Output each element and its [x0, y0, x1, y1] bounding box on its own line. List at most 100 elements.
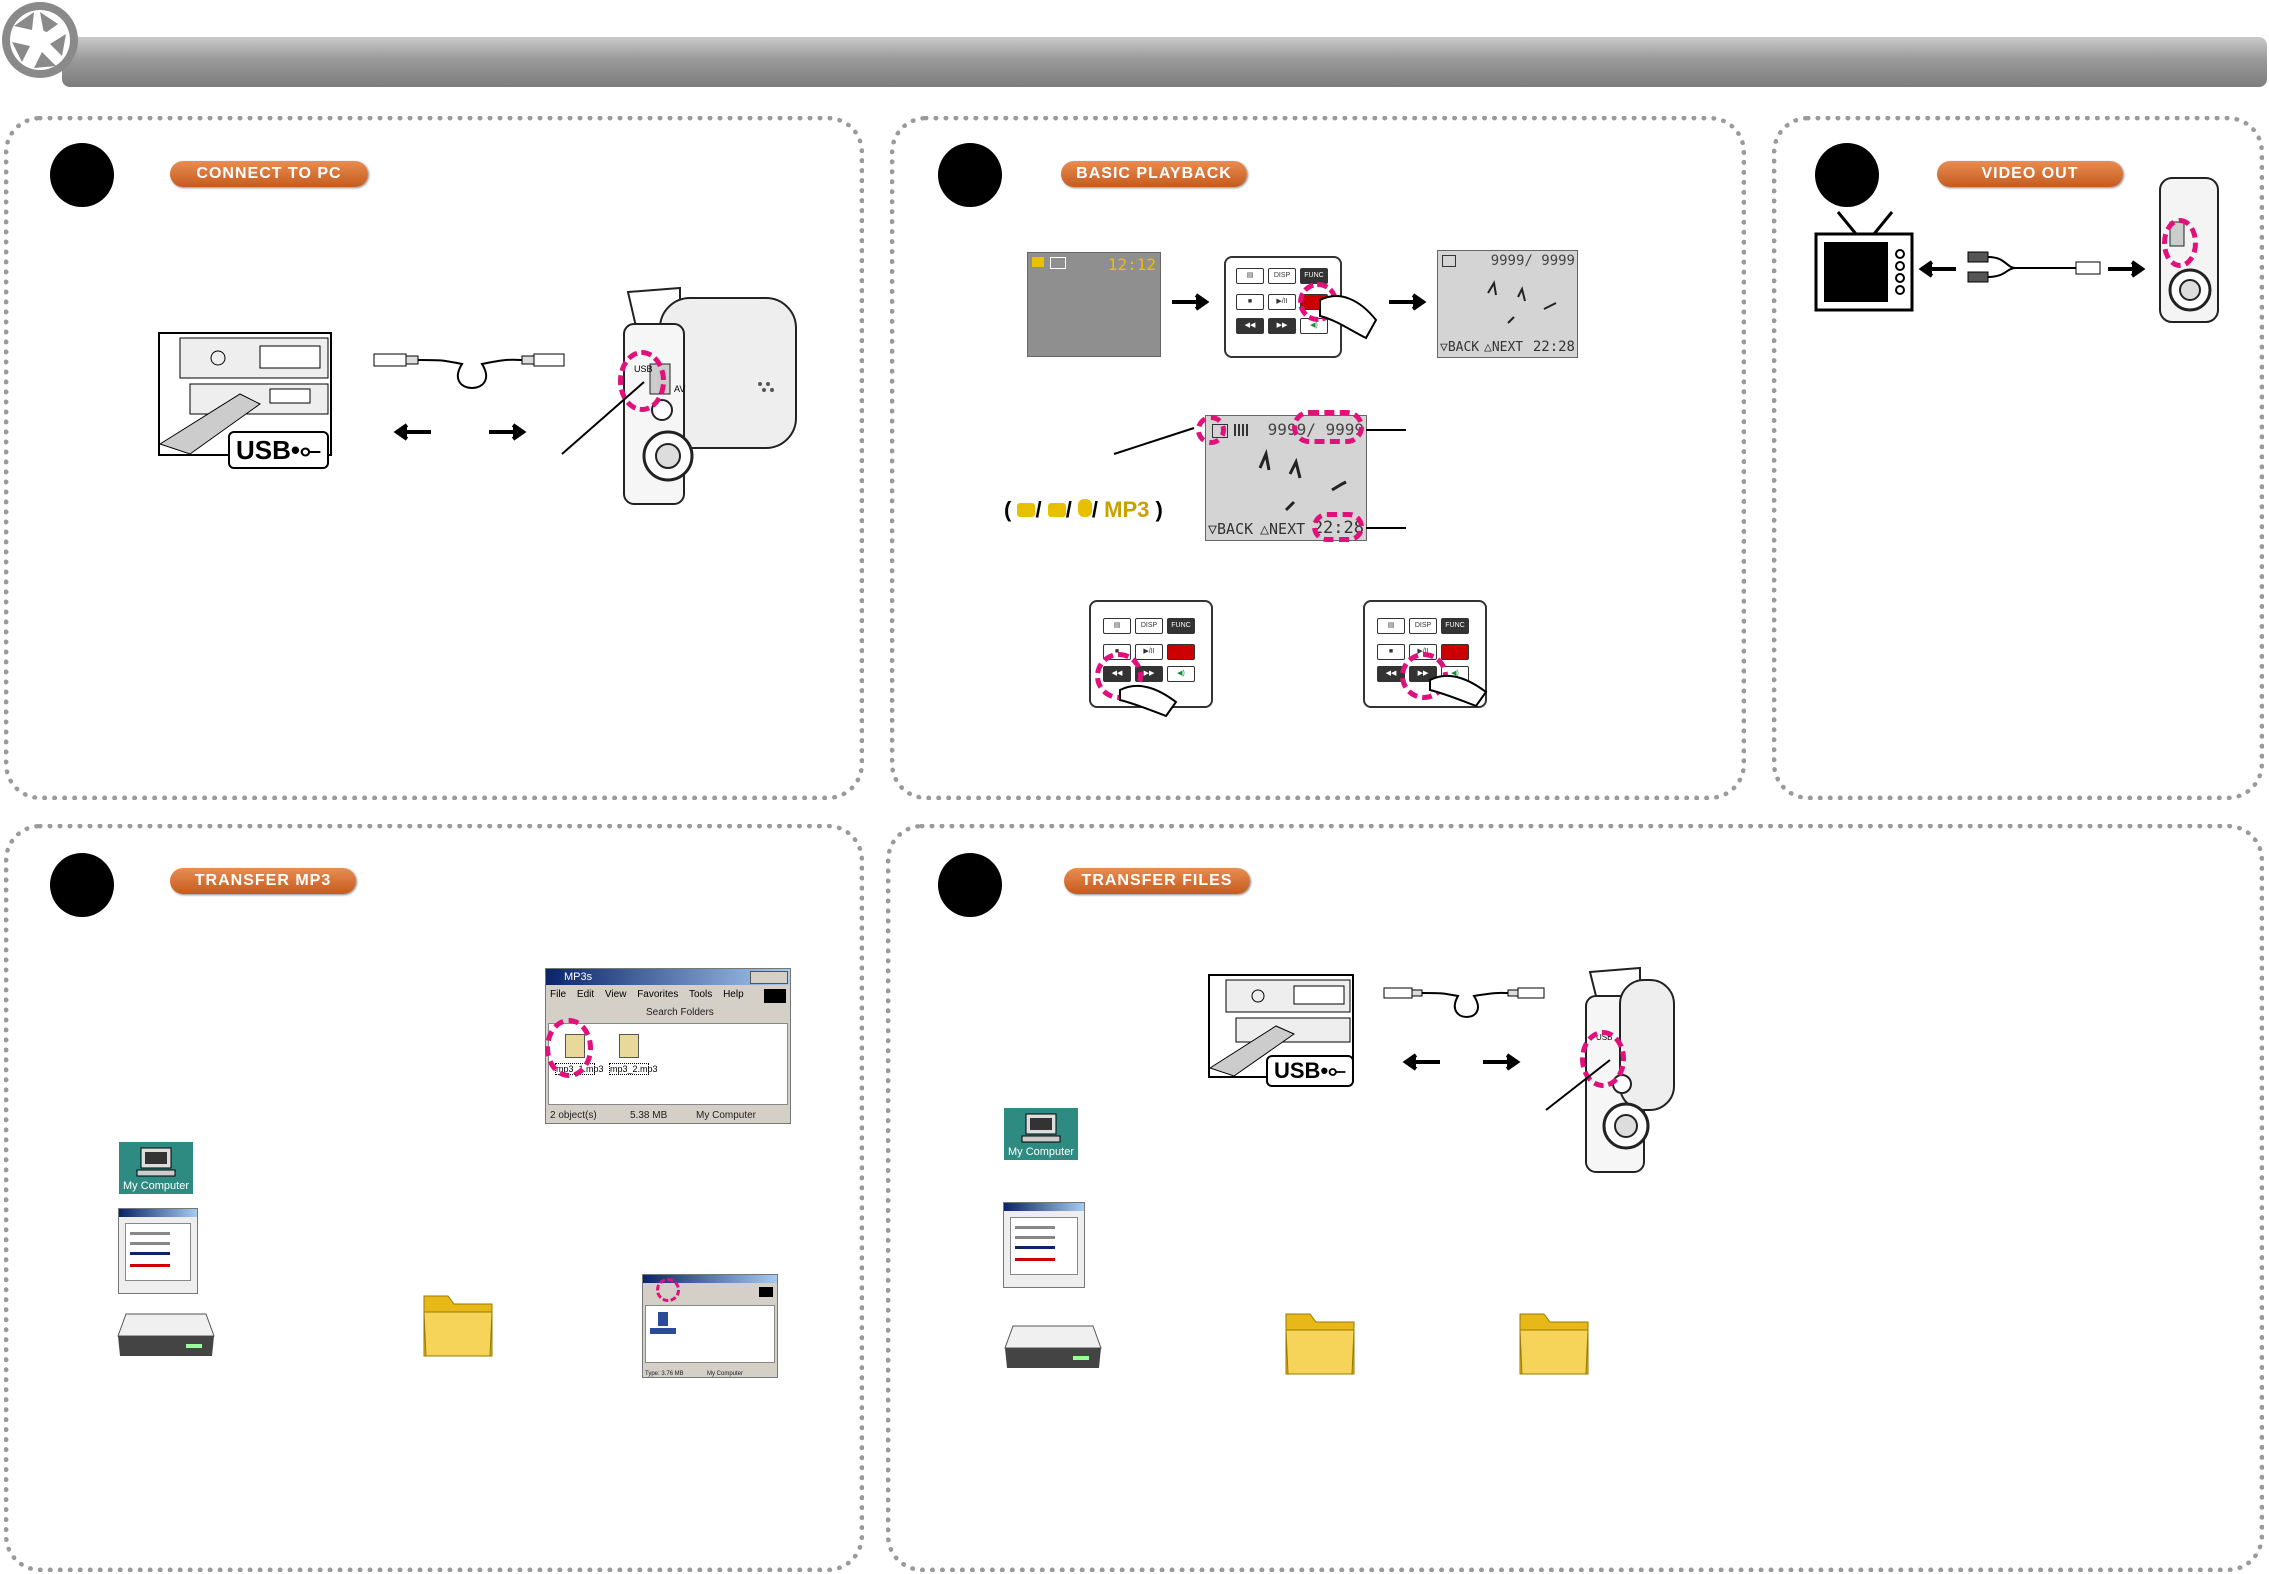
my-computer-label: My Computer [1007, 1146, 1075, 1158]
step-badge [938, 143, 1002, 207]
counter-highlight [1292, 410, 1364, 444]
removable-drive-icon[interactable] [1003, 1318, 1103, 1374]
rec-key[interactable] [1441, 644, 1469, 660]
play-key[interactable]: ▶/II [1135, 644, 1163, 660]
section-title: TRANSFER FILES [1064, 868, 1250, 894]
clock: 22:28 [1532, 339, 1575, 355]
file-mp3-2[interactable]: mp3_2.mp3 [609, 1034, 658, 1075]
menu-bar: File Edit View Favorites Tools Help [550, 989, 744, 1000]
my-computer-label: My Computer [122, 1180, 190, 1192]
func-key[interactable]: FUNC [1441, 618, 1469, 634]
av-port-label: AV [674, 384, 685, 394]
mode-legend: ( / / / MP3 ) [1004, 497, 1163, 522]
disp-key[interactable]: DISP [1135, 618, 1163, 634]
menu-file[interactable]: File [550, 989, 567, 1000]
window-title-bar [119, 1209, 197, 1217]
drive-list-line [130, 1242, 170, 1245]
stop-key[interactable]: ■ [1377, 644, 1405, 660]
hand-pointer-icon [1319, 295, 1378, 340]
file-area [125, 1223, 191, 1281]
right-arrow-icon [489, 423, 527, 441]
back-label: ▽BACK [1208, 520, 1254, 538]
header-bar [62, 37, 2267, 87]
menu-view[interactable]: View [604, 989, 627, 1000]
toolbar[interactable]: Search Folders [646, 1007, 714, 1018]
drive-list-line [1015, 1258, 1055, 1261]
next-label: △NEXT [1484, 340, 1524, 355]
speaker-key[interactable]: ◀) [1167, 666, 1195, 682]
my-computer-icon[interactable]: My Computer [1004, 1108, 1078, 1160]
menu-key[interactable]: ▤ [1377, 618, 1405, 634]
window-title: MP3s [546, 969, 790, 985]
drive-list-line [130, 1232, 170, 1235]
hand-pointer-icon [1119, 685, 1178, 718]
right-arrow-icon [1483, 1053, 1521, 1071]
file-area [645, 1305, 775, 1363]
drive-list-line [1015, 1226, 1055, 1229]
folder-icon[interactable] [420, 1282, 496, 1360]
status-location: My Computer [707, 1371, 744, 1377]
removable-drive-icon[interactable] [116, 1306, 216, 1362]
legend-open: ( [1004, 497, 1012, 522]
disp-key[interactable]: DISP [1409, 618, 1437, 634]
panel-transfer-files [886, 824, 2264, 1572]
video-mode-icon [1017, 503, 1036, 517]
status-objects: 2 object(s) [550, 1110, 597, 1121]
pointer-line [1545, 1059, 1611, 1111]
usb-port-highlight [1580, 1030, 1626, 1088]
mp3-mode-label: MP3 [1104, 497, 1150, 522]
right-arrow-icon [1172, 293, 1210, 311]
menu-edit[interactable]: Edit [576, 989, 595, 1000]
window-title-bar [643, 1275, 777, 1283]
drive-list-line [130, 1252, 170, 1255]
explorer-thumbnail [118, 1208, 198, 1294]
av-port-highlight [2162, 218, 2198, 268]
mode-icon-highlight [1196, 415, 1226, 445]
func-key[interactable]: FUNC [1167, 618, 1195, 634]
file-area [1010, 1217, 1078, 1275]
window-controls[interactable] [750, 971, 788, 984]
legend-close: ) [1155, 497, 1163, 522]
clock-highlight [1312, 512, 1364, 542]
usb-logo: USB•⟜ [1266, 1055, 1354, 1087]
ff-key[interactable]: ▶▶ [1268, 318, 1296, 334]
menu-tools[interactable]: Tools [688, 989, 713, 1000]
windows-logo [764, 989, 786, 1003]
back-label: ▽BACK [1440, 340, 1480, 355]
left-arrow-icon [393, 423, 431, 441]
explorer-window: MP3s File Edit View Favorites Tools Help… [545, 968, 791, 1124]
window-title-bar [1004, 1203, 1084, 1211]
rew-key[interactable]: ◀◀ [1236, 318, 1264, 334]
hand-pointer-icon [1429, 675, 1488, 708]
lcd-record-screen: 12:12 [1027, 252, 1161, 357]
menu-key[interactable]: ▤ [1103, 618, 1131, 634]
lcd-playback-screen: 9999/ 9999 ▽BACK △NEXT 22:28 [1437, 250, 1578, 358]
section-title: BASIC PLAYBACK [1061, 161, 1247, 187]
drive-list-line [1015, 1246, 1055, 1249]
aperture-logo-icon [2, 2, 78, 78]
play-key[interactable]: ▶/II [1268, 294, 1296, 310]
status-location: My Computer [696, 1110, 757, 1121]
right-arrow-icon [1389, 293, 1427, 311]
section-title: CONNECT TO PC [170, 161, 368, 187]
menu-key[interactable]: ▤ [1236, 268, 1264, 284]
usb-cable-icon [373, 353, 565, 389]
my-computer-icon[interactable]: My Computer [119, 1142, 193, 1194]
stop-key[interactable]: ■ [1236, 294, 1264, 310]
folder-icon[interactable] [1516, 1300, 1592, 1378]
pointer-line [561, 381, 645, 455]
folder-icon[interactable] [1282, 1300, 1358, 1378]
panel-video-out [1772, 116, 2264, 800]
rec-key[interactable] [1167, 644, 1195, 660]
voice-mode-icon [1077, 499, 1092, 517]
menu-help[interactable]: Help [723, 989, 744, 1000]
disp-key[interactable]: DISP [1268, 268, 1296, 284]
windows-logo [759, 1287, 773, 1297]
explorer-thumbnail [1003, 1202, 1085, 1288]
panel-basic-playback [890, 116, 1746, 800]
step-badge [1815, 143, 1879, 207]
next-label: △NEXT [1260, 520, 1306, 538]
menu-favorites[interactable]: Favorites [637, 989, 679, 1000]
status-size: Type: 3.76 MB [645, 1371, 684, 1377]
birds-image [1258, 448, 1347, 512]
